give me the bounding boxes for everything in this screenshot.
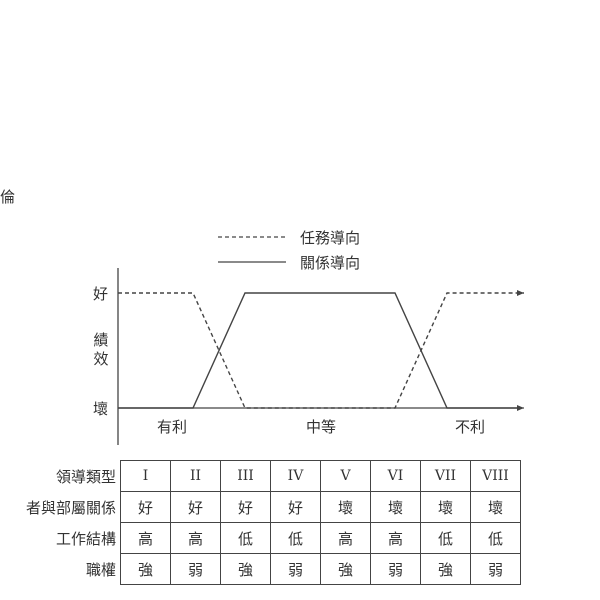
- table-cell: 低: [270, 522, 321, 554]
- chart-svg: [117, 236, 524, 445]
- table-cell: 高: [120, 522, 171, 554]
- table-cell: 低: [220, 522, 271, 554]
- table-row-label: 職權: [85, 560, 116, 579]
- y-title-char-1: 績: [93, 331, 109, 349]
- table-cell: 壞: [320, 491, 371, 523]
- x-region-unfavorable: 不利: [455, 418, 486, 436]
- table-cell: 弱: [470, 553, 521, 585]
- table-cell: 好: [120, 491, 171, 523]
- y-label-good: 好: [93, 285, 109, 303]
- table-cell: 弱: [270, 553, 321, 585]
- table-cell: V: [320, 460, 371, 492]
- table-cell: 弱: [170, 553, 221, 585]
- table-cell: 低: [420, 522, 471, 554]
- table-row: 職權強弱強弱強弱強弱: [0, 553, 521, 585]
- table-cell: 高: [370, 522, 421, 554]
- table-cell: VIII: [470, 460, 521, 492]
- table-row-label: 者與部屬關係: [25, 498, 116, 517]
- table-cell: 高: [320, 522, 371, 554]
- table-cell: VI: [370, 460, 421, 492]
- table-cell: 好: [220, 491, 271, 523]
- table-cell: II: [170, 460, 221, 492]
- legend-task-label: 任務導向: [300, 229, 361, 247]
- x-region-moderate: 中等: [306, 418, 337, 436]
- table-cell: 壞: [370, 491, 421, 523]
- table-cell: 弱: [370, 553, 421, 585]
- y-title-char-2: 效: [93, 350, 109, 368]
- series-layer: [118, 290, 524, 409]
- table-cell: 壞: [420, 491, 471, 523]
- y-axis-title: 績 效: [92, 331, 110, 369]
- table-cell: 強: [120, 553, 171, 585]
- table-cell: 高: [170, 522, 221, 554]
- table-cell: 好: [170, 491, 221, 523]
- table-row-label: 工作結構: [55, 529, 116, 548]
- table-cell: 低: [470, 522, 521, 554]
- table-cell: 好: [270, 491, 321, 523]
- table-cell: 壞: [470, 491, 521, 523]
- x-region-favorable: 有利: [157, 418, 188, 436]
- cut-off-heading-fragment: 倫: [0, 188, 16, 206]
- table-cell: VII: [420, 460, 471, 492]
- table-row-label: 領導類型: [55, 467, 116, 486]
- table-cell: IV: [270, 460, 321, 492]
- series-line-relation: [118, 292, 522, 409]
- table-cell: III: [220, 460, 271, 492]
- table-cell: I: [120, 460, 171, 492]
- table-cell: 強: [320, 553, 371, 585]
- legend-relation-label: 關係導向: [300, 254, 361, 272]
- table-row: 工作結構高高低低高高低低: [0, 522, 521, 554]
- table-cell: 強: [420, 553, 471, 585]
- y-label-bad: 壞: [93, 400, 109, 418]
- table-cell: 強: [220, 553, 271, 585]
- table-row: 者與部屬關係好好好好壞壞壞壞: [0, 491, 521, 523]
- series-line-task: [118, 290, 524, 409]
